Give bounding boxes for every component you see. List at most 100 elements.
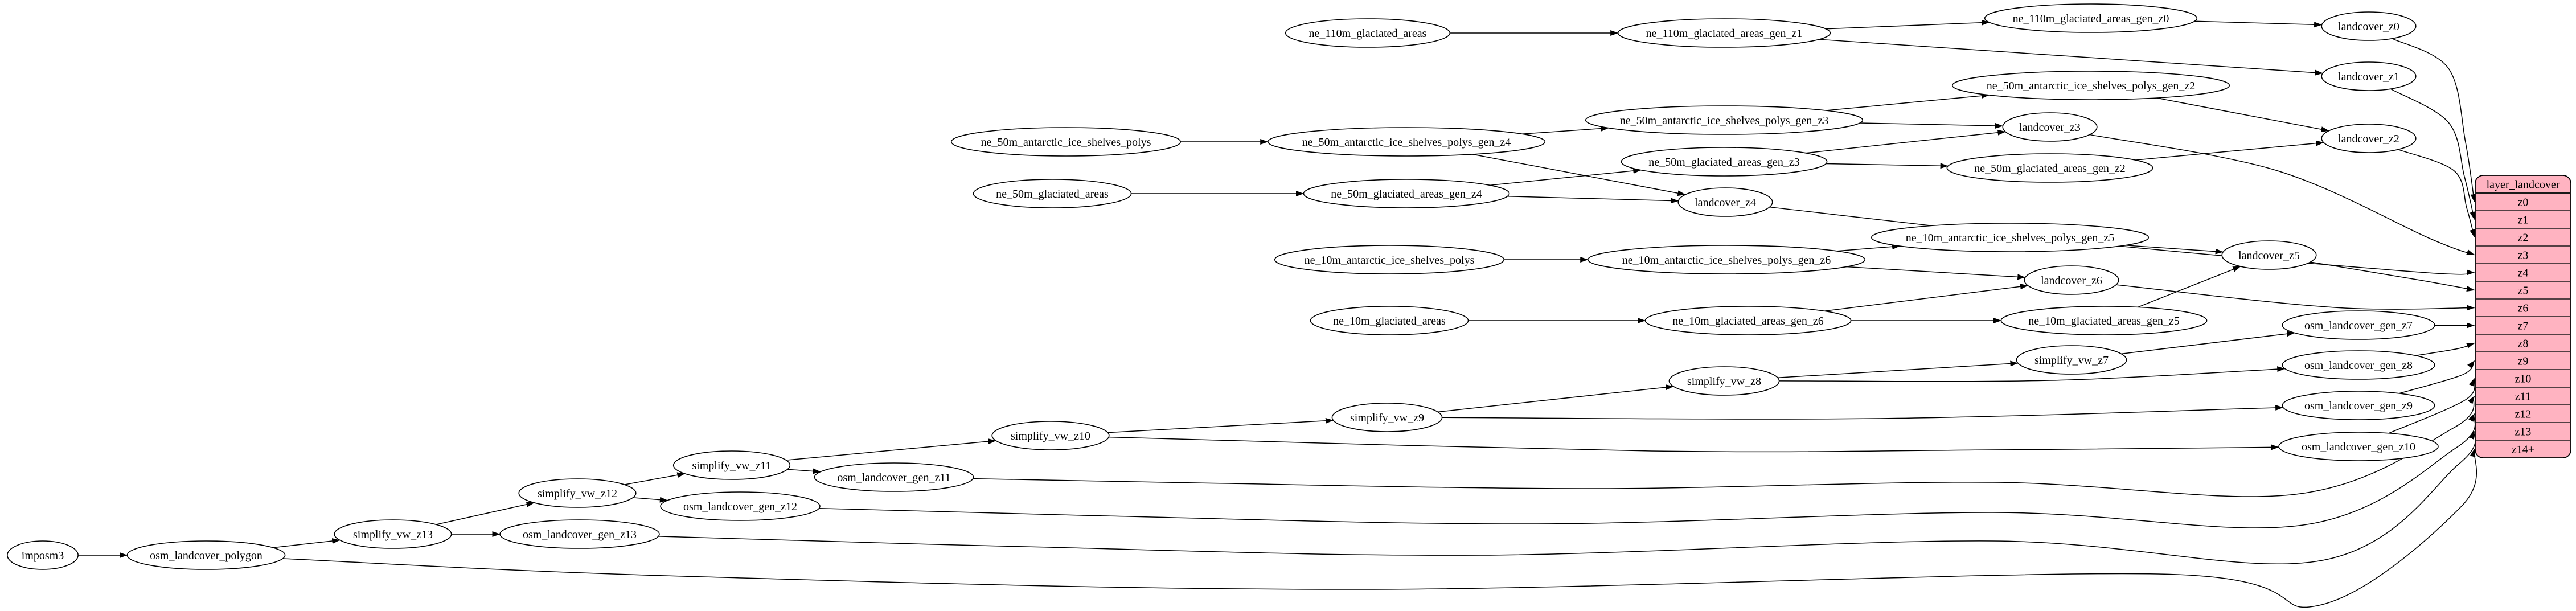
edge-ne_10m_glaciated_areas_gen_z6-to-landcover_z6 [1824,284,2028,311]
node-label: ne_10m_antarctic_ice_shelves_polys_gen_z… [1622,254,1831,266]
edge-ne_50m_antarctic_ice_shelves_polys_gen_z4-to-landcover_z4 [1472,154,1686,196]
edge-ne_50m_glaciated_areas_gen_z4-to-landcover_z4 [1507,195,1679,204]
node-simplify_vw_z9: simplify_vw_z9 [1331,403,1443,432]
node-label: simplify_vw_z10 [1011,430,1090,442]
node-ellipse [2282,310,2435,340]
table-row-z11: z11 [2515,391,2531,403]
node-label: ne_110m_glaciated_areas [1309,27,1427,40]
edge-ne_50m_antarctic_ice_shelves_polys_gen_z3-to-ne_50m_antarctic_ice_shelves_polys_gen_z2 [1826,93,1990,111]
node-label: osm_landcover_gen_z10 [2302,441,2415,453]
node-label: ne_50m_antarctic_ice_shelves_polys_gen_z… [1620,114,1829,127]
node-simplify_vw_z13: simplify_vw_z13 [334,519,452,549]
edge-landcover_z5-to-layer_landcover-z5 [2310,261,2475,292]
node-ne_10m_antarctic_ice_shelves_polys_gen_z6: ne_10m_antarctic_ice_shelves_polys_gen_z… [1587,245,1866,274]
edge-ne_50m_antarctic_ice_shelves_polys_gen_z3-to-landcover_z3 [1860,122,2003,129]
edge-ne_50m_glaciated_areas_gen_z4-to-ne_50m_glaciated_areas_gen_z3 [1490,168,1642,186]
node-ellipse [518,478,637,508]
node-imposm3: imposm3 [7,540,79,570]
node-ellipse [1644,306,1852,335]
node-ellipse [1585,105,1864,135]
node-ne_50m_glaciated_areas: ne_50m_glaciated_areas [973,179,1132,208]
edge-simplify_vw_z8-to-simplify_vw_z7 [1778,360,2019,379]
node-label: ne_50m_antarctic_ice_shelves_polys_gen_z… [1987,80,2196,92]
edge-ne_110m_glaciated_areas_gen_z1-to-ne_110m_glaciated_areas_gen_z0 [1826,19,1990,30]
node-label: landcover_z3 [2019,121,2081,134]
node-landcover_z2: landcover_z2 [2321,124,2417,153]
node-ellipse [1871,223,2150,252]
node-landcover_z3: landcover_z3 [2002,112,2098,142]
table-row-z3: z3 [2518,249,2529,262]
edge-simplify_vw_z8-to-osm_landcover_gen_z8 [1779,366,2286,382]
table-row-z12: z12 [2515,408,2532,421]
node-label: ne_50m_glaciated_areas [996,188,1109,200]
node-label: ne_110m_glaciated_areas_gen_z1 [1646,27,1803,40]
edge-simplify_vw_z12-to-osm_landcover_gen_z12 [633,497,668,503]
edge-ne_50m_antarctic_ice_shelves_polys_gen_z2-to-landcover_z2 [2156,97,2329,133]
edge-simplify_vw_z12-to-simplify_vw_z11 [624,472,686,485]
node-ellipse [1677,187,1773,217]
table-row-z10: z10 [2515,373,2532,386]
node-ellipse [2016,345,2127,375]
node-label: osm_landcover_polygon [150,550,262,562]
node-ne_50m_antarctic_ice_shelves_polys_gen_z2: ne_50m_antarctic_ice_shelves_polys_gen_z… [1951,71,2230,100]
edge-simplify_vw_z13-to-simplify_vw_z12 [436,501,535,525]
edge-osm_landcover_gen_z11-to-layer_landcover-z11 [973,396,2475,497]
node-label: simplify_vw_z7 [2034,354,2109,367]
node-osm_landcover_polygon: osm_landcover_polygon [126,540,286,570]
layer-landcover-table: layer_landcoverz0z1z2z3z4z5z6z7z8z9z10z1… [2475,175,2571,458]
node-ne_110m_glaciated_areas: ne_110m_glaciated_areas [1285,18,1451,48]
node-label: ne_10m_glaciated_areas_gen_z6 [1672,315,1823,327]
table-row-z9: z9 [2518,355,2529,368]
node-label: landcover_z6 [2041,274,2102,287]
node-osm_landcover_gen_z8: osm_landcover_gen_z8 [2282,350,2435,380]
node-ellipse [1621,147,1828,177]
table-row-z1: z1 [2518,214,2529,227]
node-ellipse [2278,432,2439,461]
node-landcover_z0: landcover_z0 [2321,11,2417,41]
table-row-z13: z13 [2515,426,2532,438]
node-simplify_vw_z12: simplify_vw_z12 [518,478,637,508]
edge-osm_landcover_gen_z9-to-layer_landcover-z9 [2399,360,2475,394]
edge-osm_landcover_polygon-to-layer_landcover-z14+ [282,449,2477,608]
node-osm_landcover_gen_z7: osm_landcover_gen_z7 [2282,310,2435,340]
node-label: landcover_z0 [2338,20,2399,33]
node-ellipse [1267,127,1546,157]
edge-simplify_vw_z9-to-osm_landcover_gen_z9 [1442,404,2284,420]
node-ne_10m_glaciated_areas_gen_z6: ne_10m_glaciated_areas_gen_z6 [1644,306,1852,335]
node-ellipse [1668,366,1780,396]
node-landcover_z5: landcover_z5 [2221,240,2317,270]
node-ellipse [334,519,452,549]
table-row-z7: z7 [2518,320,2529,333]
node-ne_50m_glaciated_areas_gen_z4: ne_50m_glaciated_areas_gen_z4 [1303,179,1510,208]
node-landcover_z1: landcover_z1 [2321,61,2417,91]
node-ellipse [1310,306,1469,335]
node-label: simplify_vw_z12 [538,487,617,500]
node-ellipse [7,540,79,570]
edge-landcover_z2-to-layer_landcover-z2 [2398,149,2475,237]
node-ellipse [973,179,1132,208]
node-label: simplify_vw_z13 [353,528,433,541]
node-simplify_vw_z7: simplify_vw_z7 [2016,345,2127,375]
node-osm_landcover_gen_z12: osm_landcover_gen_z12 [660,491,821,521]
node-label: osm_landcover_gen_z8 [2304,359,2413,372]
node-label: ne_50m_antarctic_ice_shelves_polys [981,136,1151,149]
node-label: osm_landcover_gen_z13 [523,528,637,541]
node-ne_10m_glaciated_areas_gen_z5: ne_10m_glaciated_areas_gen_z5 [2000,306,2208,335]
node-ellipse [2321,11,2417,41]
edge-ne_10m_antarctic_ice_shelves_polys_gen_z6-to-landcover_z6 [1846,266,2026,280]
edge-landcover_z6-to-layer_landcover-z6 [2116,284,2475,311]
node-simplify_vw_z8: simplify_vw_z8 [1668,366,1780,396]
edge-osm_landcover_polygon-to-simplify_vw_z13 [273,538,341,548]
node-ellipse [1274,245,1505,274]
edge-landcover_z4-to-layer_landcover-z4 [1769,206,2475,276]
node-ne_50m_antarctic_ice_shelves_polys_gen_z3: ne_50m_antarctic_ice_shelves_polys_gen_z… [1585,105,1864,135]
node-label: osm_landcover_gen_z9 [2304,400,2413,412]
edge-osm_landcover_gen_z12-to-layer_landcover-z12 [819,413,2476,528]
node-label: ne_10m_glaciated_areas_gen_z5 [2028,315,2179,327]
edge-osm_landcover_gen_z10-to-layer_landcover-z10 [2388,378,2475,434]
edge-landcover_z3-to-layer_landcover-z3 [2089,134,2475,256]
edge-landcover_z0-to-layer_landcover-z0 [2392,38,2476,202]
node-label: landcover_z5 [2238,249,2300,262]
node-ellipse [1285,18,1451,48]
